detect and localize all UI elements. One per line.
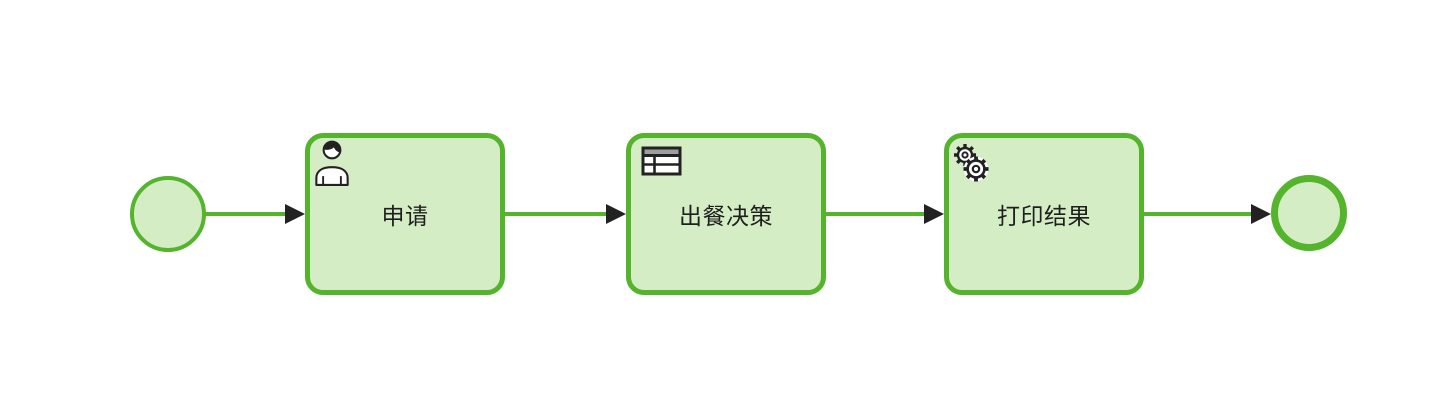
task-label: 出餐决策 (679, 203, 773, 229)
user-task[interactable]: 申请 (305, 133, 505, 295)
service-gear-icon (952, 139, 990, 185)
task-label: 打印结果 (997, 203, 1091, 229)
arrowhead-icon (924, 204, 944, 224)
flow-line (505, 212, 609, 216)
task-label: 申请 (381, 203, 429, 229)
flow-line (1144, 212, 1254, 216)
arrowhead-icon (606, 204, 626, 224)
flow-line (204, 212, 288, 216)
service-task[interactable]: 打印结果 (944, 133, 1144, 295)
business-rule-task[interactable]: 出餐决策 (626, 133, 826, 295)
end-event[interactable] (1271, 175, 1347, 251)
start-event[interactable] (130, 176, 206, 252)
business-rule-icon (641, 146, 682, 176)
user-icon (313, 138, 351, 186)
arrowhead-icon (1251, 204, 1271, 224)
flow-line (826, 212, 927, 216)
arrowhead-icon (285, 204, 305, 224)
